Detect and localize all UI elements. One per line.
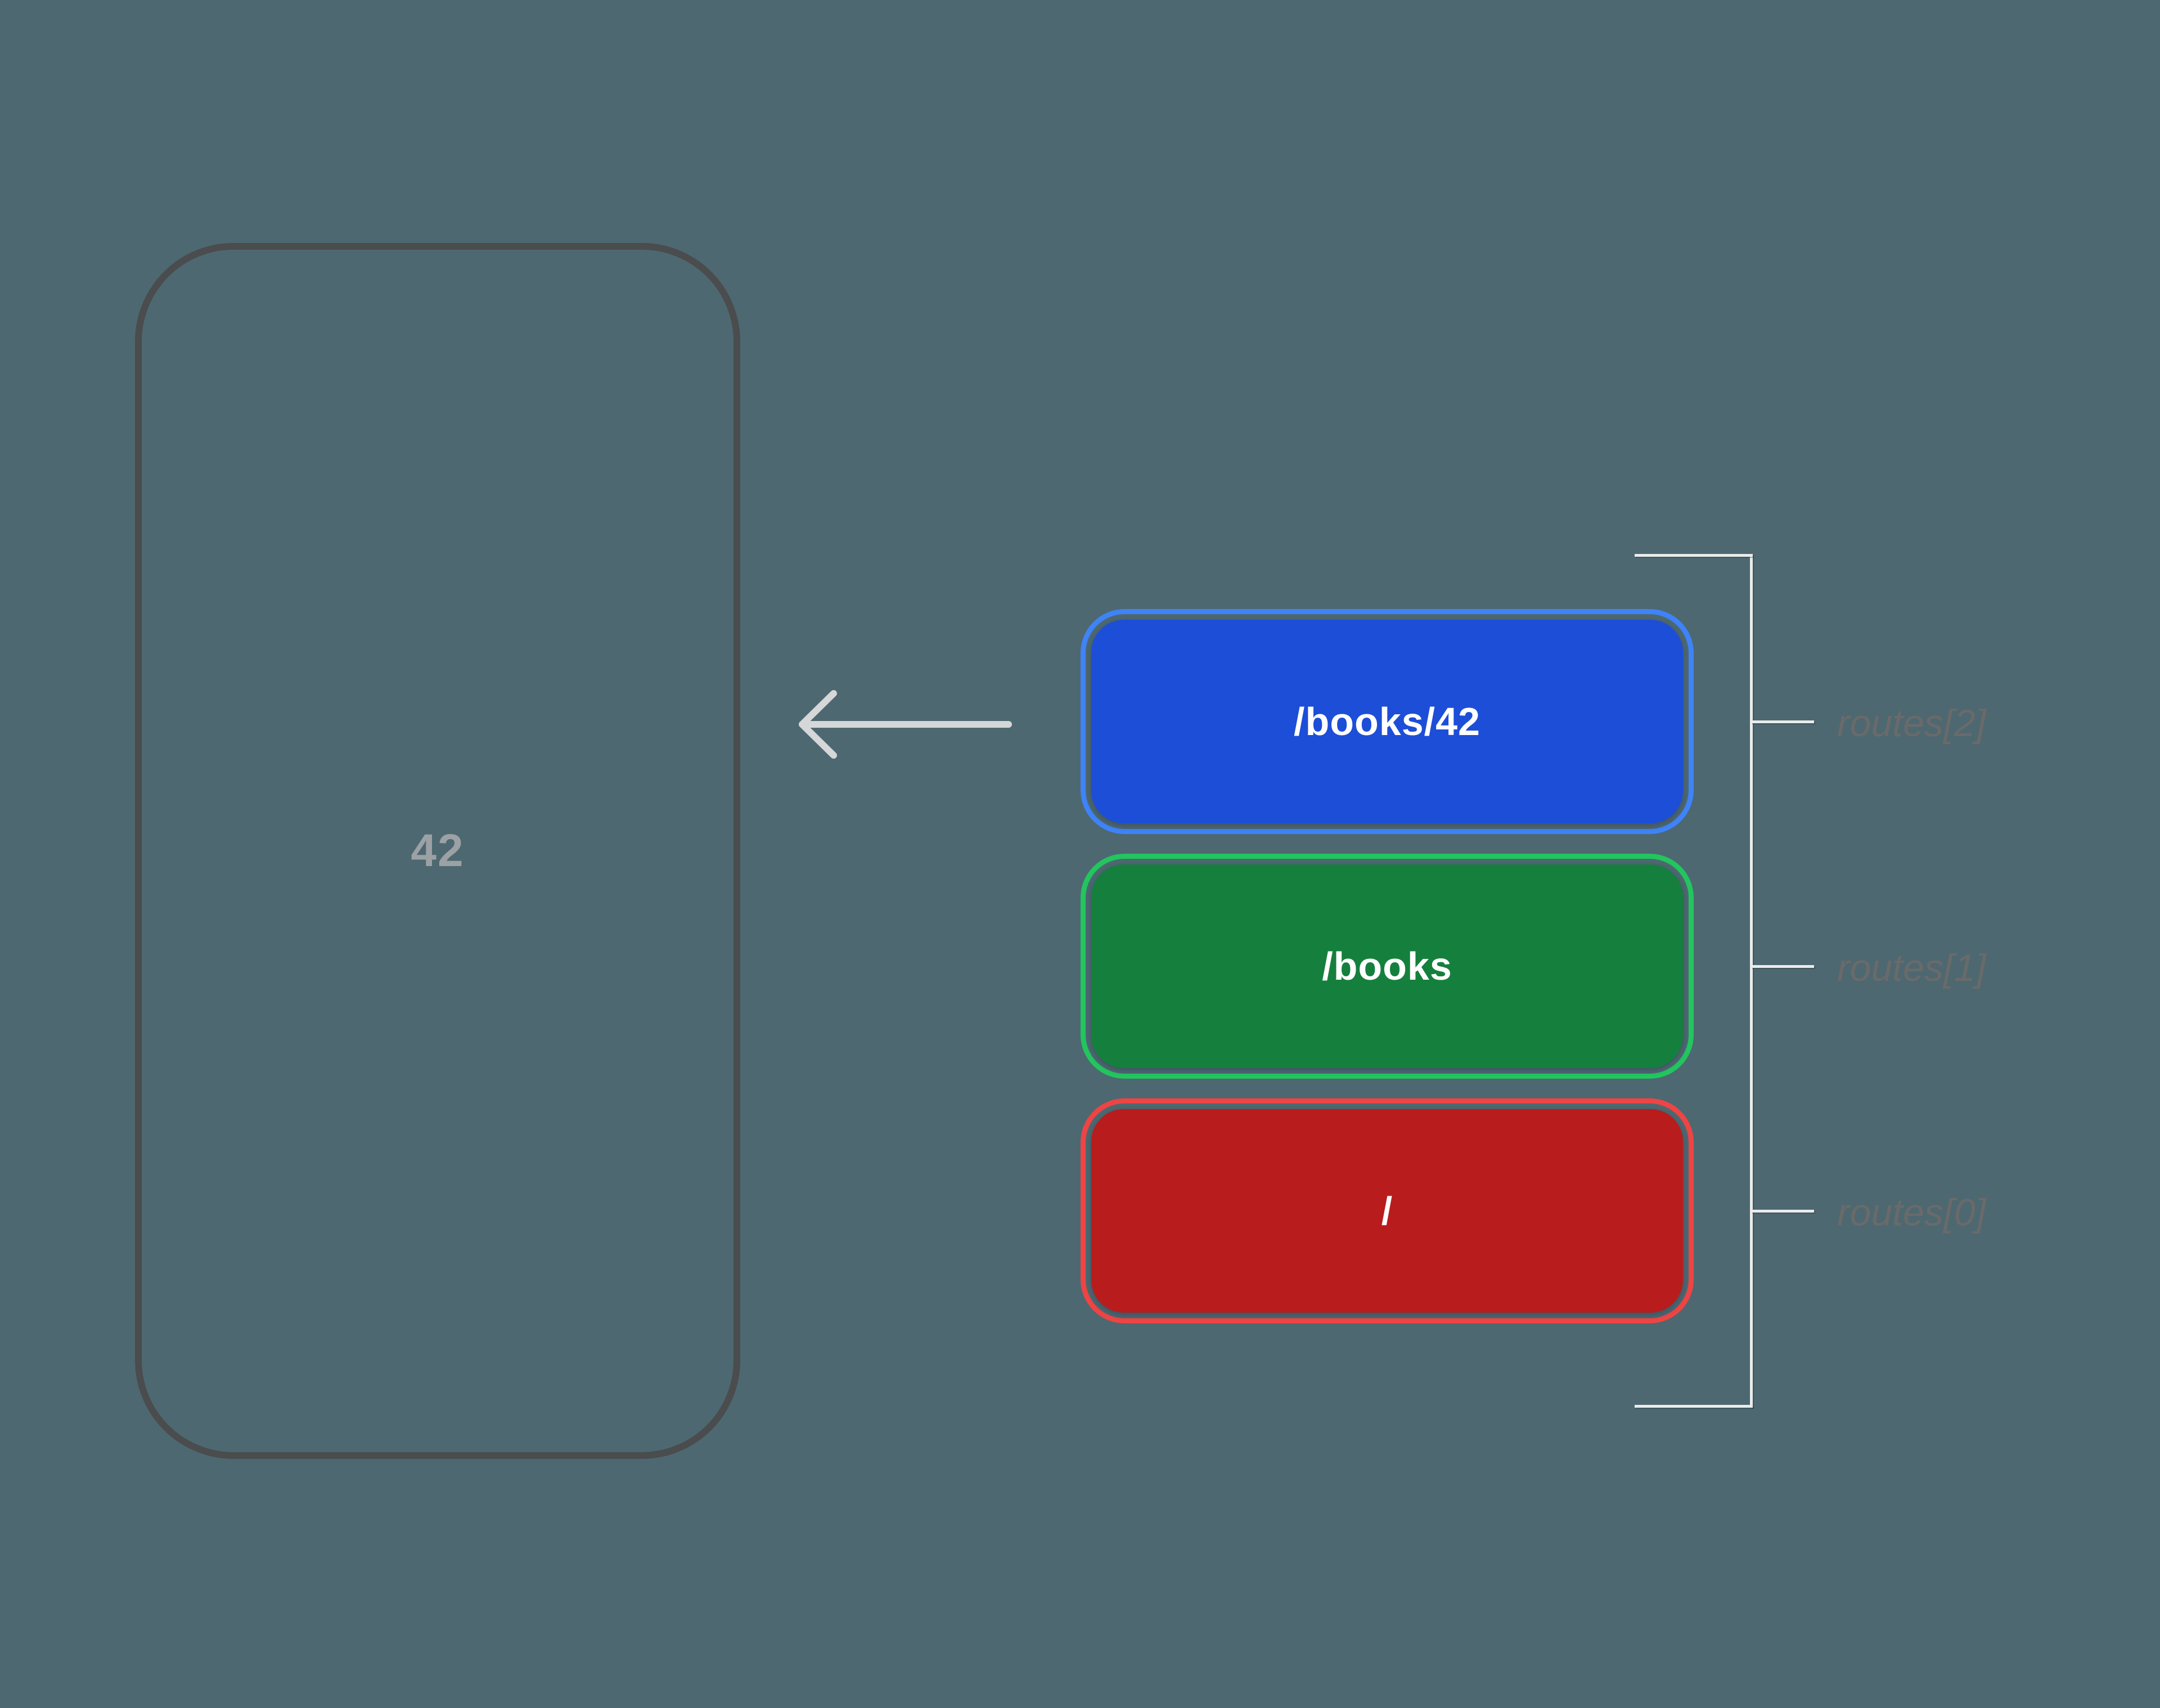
- route-card-fill: /books: [1091, 864, 1683, 1068]
- bracket-tick-routes-1: [1751, 965, 1814, 968]
- bracket-tick-routes-2: [1751, 720, 1814, 723]
- route-card-fill: /: [1091, 1109, 1683, 1313]
- phone-frame: 42: [135, 243, 740, 1459]
- route-path-label: /books/42: [1294, 700, 1480, 743]
- route-card-root: /: [1081, 1098, 1694, 1323]
- route-card-books-42: /books/42: [1081, 609, 1694, 834]
- route-card-books: /books: [1081, 854, 1694, 1079]
- bracket-vertical-line: [1750, 554, 1753, 1408]
- bracket-top-cap: [1635, 554, 1753, 557]
- route-card-fill: /books/42: [1091, 620, 1683, 823]
- route-index-label-1: routes[1]: [1837, 947, 1986, 989]
- bracket-tick-routes-0: [1751, 1210, 1814, 1213]
- route-path-label: /: [1381, 1189, 1393, 1233]
- left-arrow-icon: [792, 682, 1017, 767]
- route-index-label-2: routes[2]: [1837, 702, 1986, 745]
- phone-screen-text: 42: [411, 825, 465, 876]
- route-index-label-0: routes[0]: [1837, 1191, 1986, 1234]
- bracket-bottom-cap: [1635, 1405, 1753, 1408]
- route-path-label: /books: [1322, 944, 1452, 988]
